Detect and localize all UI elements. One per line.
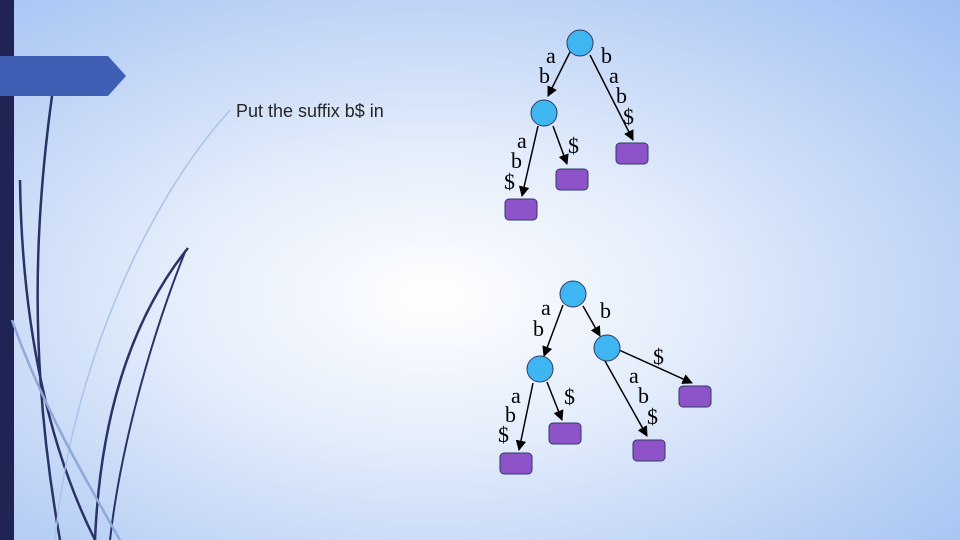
edge-after-root-right	[582, 305, 601, 337]
leaf-node	[632, 439, 666, 462]
leaf-node	[499, 452, 533, 475]
internal-node	[566, 29, 594, 57]
edge-label-char: $	[623, 104, 634, 129]
edge-label-char: b	[511, 148, 522, 173]
edge-after-left-right	[546, 381, 564, 421]
internal-node	[530, 99, 558, 127]
edge-before-root-right	[589, 54, 634, 141]
internal-node	[526, 355, 554, 383]
internal-node	[559, 280, 587, 308]
leaf-node	[678, 385, 712, 408]
edge-label-char: b	[539, 63, 550, 88]
accent-arrow-shape	[0, 56, 126, 96]
edge-label-char: a	[629, 363, 639, 388]
edge-label-char: $	[653, 344, 664, 369]
edge-before-root-left	[547, 51, 571, 97]
edge-label-char: $	[498, 422, 509, 447]
edge-label-char: b	[601, 43, 612, 68]
edge-before-left-right	[552, 125, 569, 165]
edge-label-char: b	[638, 383, 649, 408]
slide-caption: Put the suffix b$ in	[236, 101, 384, 121]
leaf-node	[615, 142, 649, 165]
edge-after-root-left	[542, 304, 564, 357]
left-accent-bar	[0, 0, 14, 540]
edge-label-char: $	[568, 133, 579, 158]
edge-label-char: b	[533, 316, 544, 341]
leaf-node	[504, 198, 538, 221]
edge-label-char: a	[546, 43, 556, 68]
leaf-node	[555, 168, 589, 191]
edge-label-char: b	[505, 402, 516, 427]
internal-node	[593, 334, 621, 362]
edge-label-char: b	[600, 298, 611, 323]
edge-after-left-left	[515, 382, 534, 452]
edge-label-char: a	[609, 63, 619, 88]
edge-label-char: a	[511, 383, 521, 408]
edge-label-char: b	[616, 83, 627, 108]
edge-before-left-left	[518, 125, 539, 198]
edge-after-right-right	[618, 349, 693, 384]
edge-after-right-left	[604, 360, 648, 437]
tree-before: a b b a b $ a b $ $	[504, 29, 649, 221]
edge-label-char: $	[504, 169, 515, 194]
leaf-node	[548, 422, 582, 445]
edge-label-char: a	[517, 128, 527, 153]
edge-label-char: $	[647, 404, 658, 429]
edge-label-char: $	[564, 384, 575, 409]
tree-after: a b b a b $ $ a b $ $	[498, 280, 712, 475]
edge-label-char: a	[541, 295, 551, 320]
